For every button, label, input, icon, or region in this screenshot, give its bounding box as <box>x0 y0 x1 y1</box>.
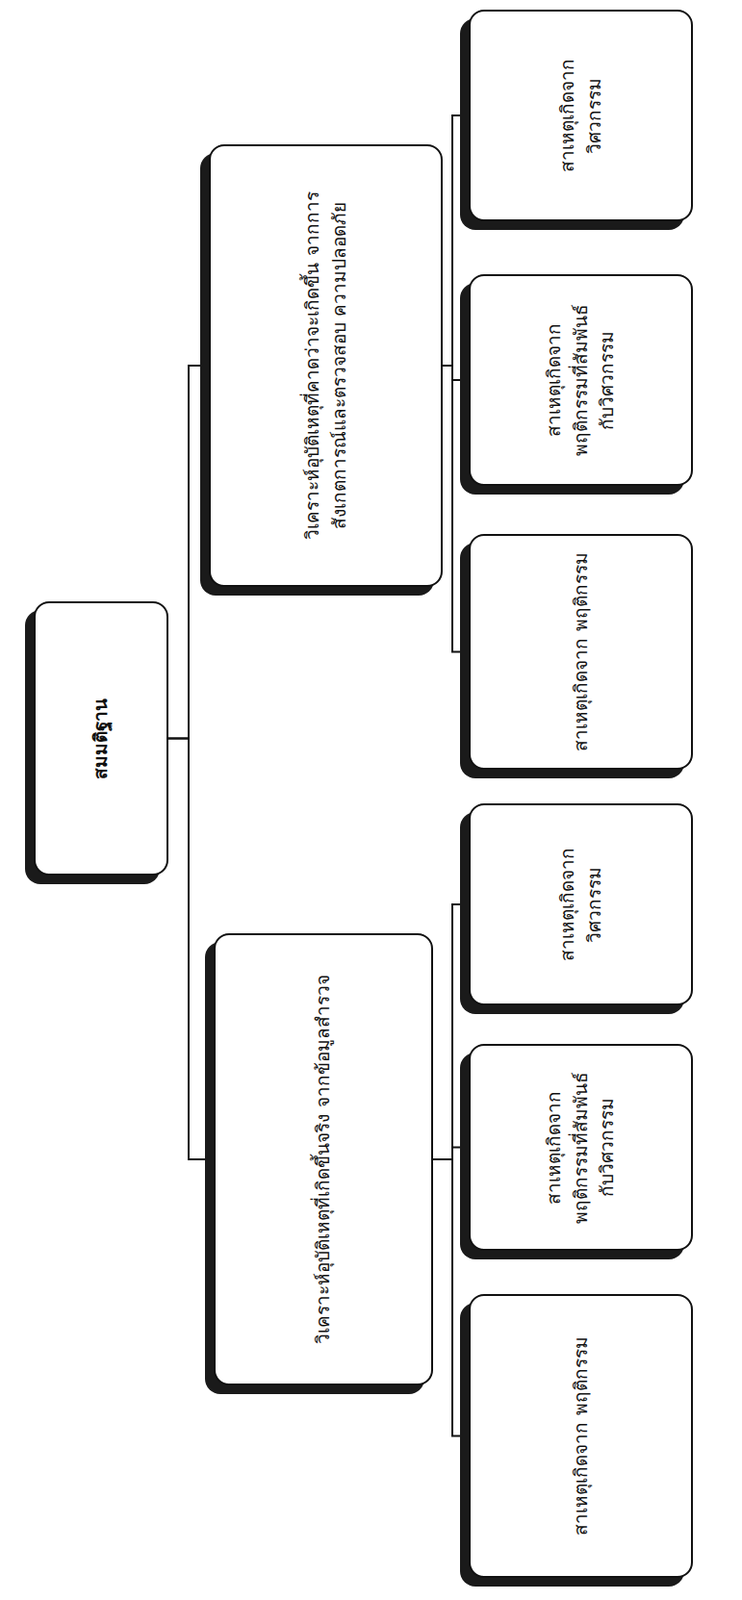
node-text: สาเหตุเกิดจาก วิศวกรรม <box>554 818 608 991</box>
node-text: วิเคราะห์อุบัติเหตุที่เกิดขึ้นจริง จากข้… <box>309 974 337 1344</box>
node-text: สาเหตุเกิดจาก วิศวกรรม <box>554 25 608 206</box>
node-text: สาเหตุเกิดจาก พฤติกรรมที่สัมพันธ์ กับวิศ… <box>540 1059 621 1236</box>
tree-connector <box>442 115 469 366</box>
leaf-box: สาเหตุเกิดจาก พฤติกรรมที่สัมพันธ์ กับวิศ… <box>468 274 693 487</box>
leaf-box: สาเหตุเกิดจาก วิศวกรรม <box>468 9 693 222</box>
branch-box: วิเคราะห์อุบัติเหตุที่เกิดขึ้นจริง จากข้… <box>213 933 434 1386</box>
tree-connector <box>168 365 209 740</box>
node-text: สาเหตุเกิดจาก พฤติกรรม <box>567 1336 595 1536</box>
tree-connector <box>168 739 214 1161</box>
node-text: สาเหตุเกิดจาก พฤติกรรมที่สัมพันธ์ กับวิศ… <box>540 289 621 471</box>
leaf-box: สาเหตุเกิดจาก พฤติกรรม <box>468 1294 693 1579</box>
leaf-box: สาเหตุเกิดจาก วิศวกรรม <box>468 803 693 1006</box>
branch-box: วิเคราะห์อุบัติเหตุที่คาดว่าจะเกิดขึ้น จ… <box>208 144 443 588</box>
node-text: สมมติฐาน <box>87 698 115 780</box>
leaf-box: สาเหตุเกิดจาก พฤติกรรมที่สัมพันธ์ กับวิศ… <box>468 1044 693 1252</box>
tree-connector <box>442 365 469 381</box>
tree-connector <box>433 1148 469 1161</box>
tree-connector <box>433 904 469 1160</box>
tree-connector <box>442 365 469 653</box>
node-text: วิเคราะห์อุบัติเหตุที่คาดว่าจะเกิดขึ้น จ… <box>299 159 353 572</box>
leaf-box: สาเหตุเกิดจาก พฤติกรรม <box>468 534 693 770</box>
root-box: สมมติฐาน <box>33 601 169 876</box>
tree-connector <box>433 1159 469 1437</box>
node-text: สาเหตุเกิดจาก พฤติกรรม <box>567 552 595 751</box>
